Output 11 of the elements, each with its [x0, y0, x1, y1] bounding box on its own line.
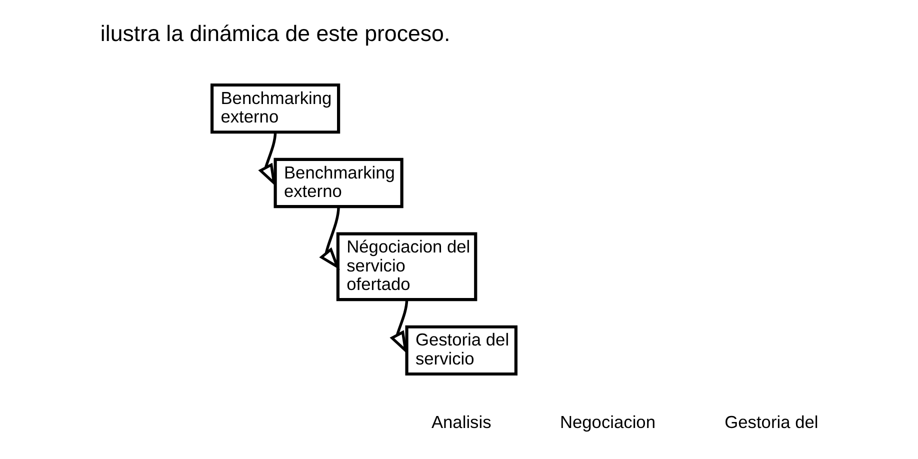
node-box: Négociacion del servicio ofertado [336, 232, 477, 302]
label: Gestoria del [724, 412, 818, 432]
node-box: Benchmarking externo [273, 158, 403, 208]
arrow [258, 132, 276, 187]
node-box: Gestoria del servicio [404, 325, 517, 376]
arrow [318, 206, 340, 270]
label: Analisis [430, 412, 491, 432]
arrow [389, 300, 408, 354]
node-box: Benchmarking externo [210, 83, 340, 134]
label: ilustra la dinámica de este proceso. [100, 20, 450, 46]
label: Negociacion [559, 412, 655, 432]
